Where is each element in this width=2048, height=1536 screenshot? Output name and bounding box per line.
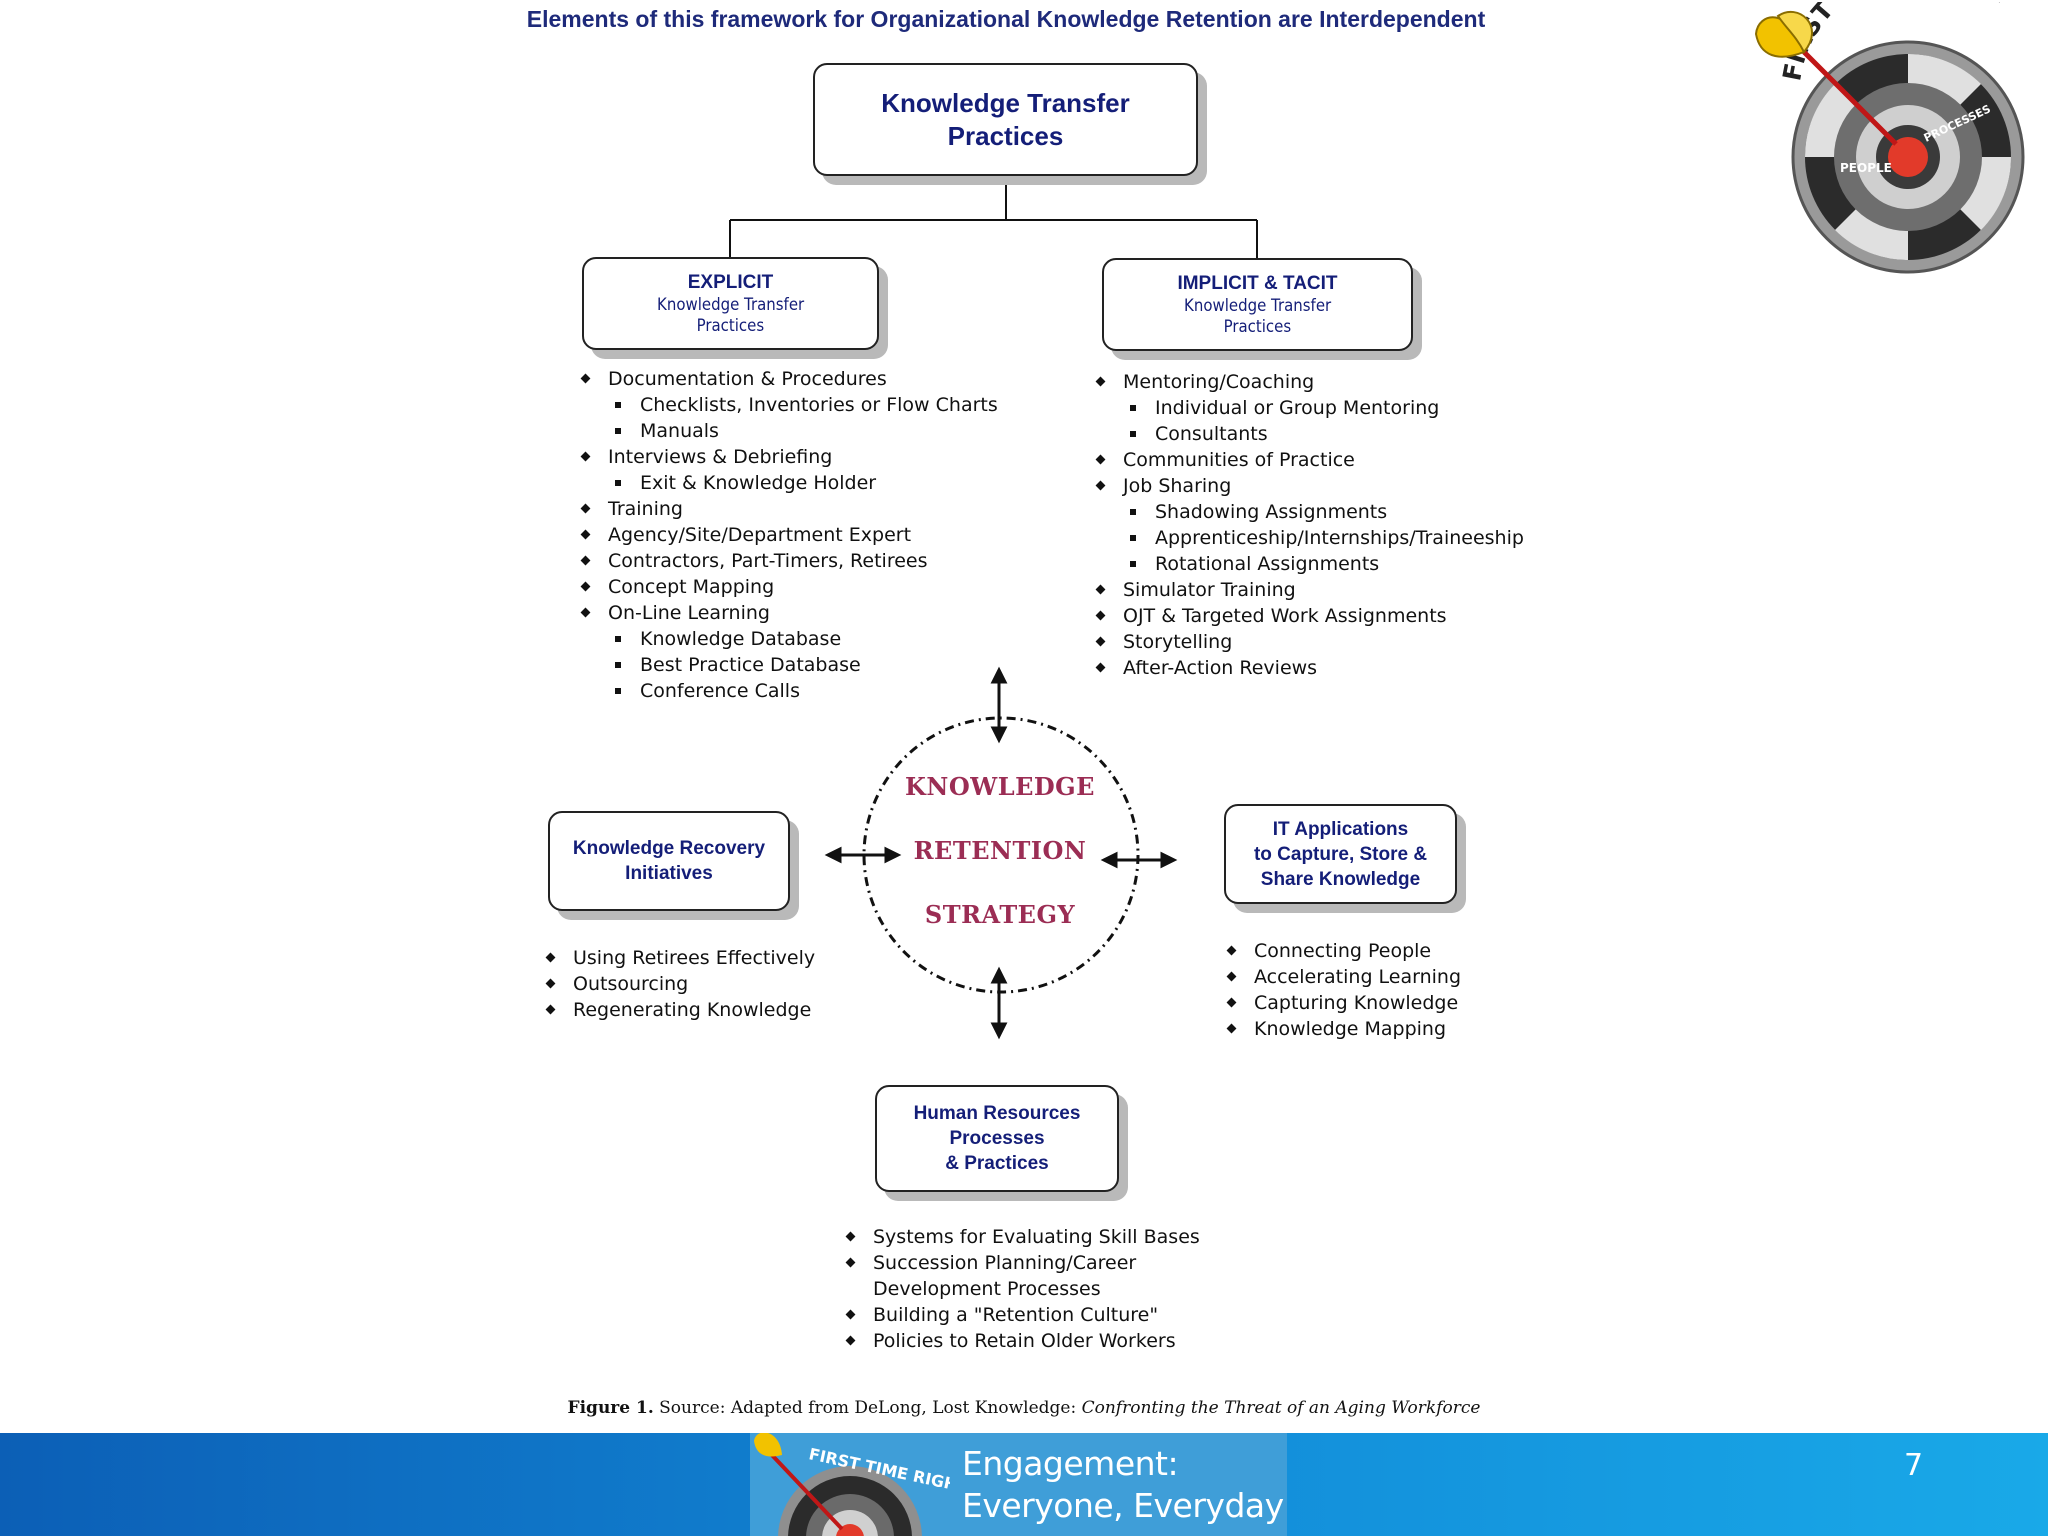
knowledge-transfer-practices-box: Knowledge Transfer Practices	[813, 63, 1198, 176]
list-item: Concept Mapping	[578, 574, 998, 600]
list-item: Capturing Knowledge	[1224, 990, 1461, 1016]
list-item: Accelerating Learning	[1224, 964, 1461, 990]
logo-ring-people: PEOPLE	[1840, 161, 1892, 175]
strategy-line2: RETENTION	[913, 836, 1087, 865]
list-item: Communities of Practice	[1093, 447, 1524, 473]
list-item: Agency/Site/Department Expert	[578, 522, 998, 548]
list-item: Exit & Knowledge Holder	[578, 470, 998, 496]
footer-line1: Engagement:	[962, 1444, 1179, 1483]
list-item: Using Retirees Effectively	[543, 945, 815, 971]
list-item: Documentation & Procedures	[578, 366, 998, 392]
recovery-line1: Knowledge Recovery	[572, 838, 766, 859]
list-item: Checklists, Inventories or Flow Charts	[578, 392, 998, 418]
strategy-line1: KNOWLEDGE	[905, 772, 1095, 801]
explicit-subtitle-1: Knowledge Transfer	[656, 295, 805, 315]
explicit-box: EXPLICIT Knowledge Transfer Practices	[582, 257, 879, 350]
list-item: Building a "Retention Culture"	[843, 1302, 1200, 1328]
figure-caption: Figure 1. Source: Adapted from DeLong, L…	[0, 1398, 2048, 1418]
page-number: 7	[1904, 1448, 1924, 1483]
list-item: Policies to Retain Older Workers	[843, 1328, 1200, 1354]
recovery-line2: Initiatives	[625, 863, 713, 884]
list-item: Individual or Group Mentoring	[1093, 395, 1524, 421]
implicit-subtitle-2: Practices	[1223, 317, 1292, 337]
it-line3: Share Knowledge	[1260, 868, 1421, 890]
footer-line2: Everyone, Everyday	[962, 1486, 1284, 1525]
caption-label: Figure 1.	[567, 1398, 654, 1418]
strategy-line3: STRATEGY	[924, 900, 1076, 929]
list-item: Knowledge Mapping	[1224, 1016, 1461, 1042]
list-item: Conference Calls	[578, 678, 998, 704]
list-item: Training	[578, 496, 998, 522]
footer-logo-panel: FIRST TIME RIGHT!	[750, 1433, 1287, 1536]
list-item: Connecting People	[1224, 938, 1461, 964]
knowledge-recovery-box: Knowledge Recovery Initiatives	[548, 811, 790, 911]
it-line1: IT Applications	[1272, 818, 1409, 840]
list-item: Apprenticeship/Internships/Traineeship	[1093, 525, 1524, 551]
box-title-line1: Knowledge Transfer	[881, 87, 1130, 118]
list-item: Best Practice Database	[578, 652, 998, 678]
implicit-tacit-box: IMPLICIT & TACIT Knowledge Transfer Prac…	[1102, 258, 1413, 351]
implicit-subtitle-1: Knowledge Transfer	[1183, 296, 1332, 316]
list-item: Development Processes	[873, 1278, 1101, 1300]
first-time-right-logo: FIRST TIME RIGHT! PEOPLE PROCESSES	[1754, 2, 2025, 274]
list-item: Interviews & Debriefing	[578, 444, 998, 470]
list-item: Simulator Training	[1093, 577, 1524, 603]
list-item: Storytelling	[1093, 629, 1524, 655]
caption-text: Source: Adapted from DeLong, Lost Knowle…	[659, 1398, 1077, 1418]
list-item: Job Sharing	[1093, 473, 1524, 499]
list-item: Rotational Assignments	[1093, 551, 1524, 577]
box-title-line2: Practices	[947, 120, 1064, 151]
list-item: Consultants	[1093, 421, 1524, 447]
explicit-subtitle-2: Practices	[696, 316, 765, 336]
footer-tagline: Engagement: Everyone, Everyday	[962, 1443, 1284, 1527]
caption-italic: Confronting the Threat of an Aging Workf…	[1081, 1398, 1481, 1418]
implicit-title: IMPLICIT & TACIT	[1177, 273, 1338, 294]
list-item: Outsourcing	[543, 971, 815, 997]
explicit-title: EXPLICIT	[687, 272, 774, 293]
list-item: On-Line Learning	[578, 600, 998, 626]
hr-line1: Human Resources	[913, 1103, 1081, 1124]
list-item: Systems for Evaluating Skill Bases	[843, 1224, 1200, 1250]
list-item: After-Action Reviews	[1093, 655, 1524, 681]
list-item: Shadowing Assignments	[1093, 499, 1524, 525]
it-line2: to Capture, Store &	[1253, 843, 1428, 865]
strategy-circle	[862, 716, 1140, 994]
page-title: Elements of this framework for Organizat…	[526, 6, 1486, 32]
knowledge-retention-strategy: KNOWLEDGE RETENTION STRATEGY	[860, 772, 1140, 964]
list-item: Manuals	[578, 418, 998, 444]
it-applications-box: IT Applications to Capture, Store & Shar…	[1224, 804, 1457, 904]
list-item: Regenerating Knowledge	[543, 997, 815, 1023]
list-item: Succession Planning/Career	[843, 1250, 1200, 1276]
hr-line2: Processes	[949, 1128, 1045, 1149]
hr-line3: & Practices	[945, 1153, 1049, 1174]
footer-dartboard-icon: FIRST TIME RIGHT!	[754, 1433, 977, 1536]
human-resources-box: Human Resources Processes & Practices	[875, 1085, 1119, 1192]
list-item: Knowledge Database	[578, 626, 998, 652]
connector-lines	[729, 178, 1258, 1040]
list-item: OJT & Targeted Work Assignments	[1093, 603, 1524, 629]
list-item: Contractors, Part-Timers, Retirees	[578, 548, 998, 574]
list-item: Mentoring/Coaching	[1093, 369, 1524, 395]
